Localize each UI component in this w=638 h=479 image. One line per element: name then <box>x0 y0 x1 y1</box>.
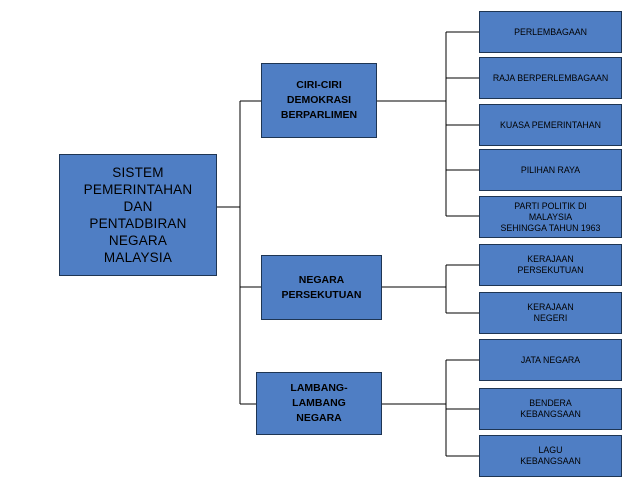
leaf-label: RAJA BERPERLEMBAGAAN <box>492 72 609 83</box>
root-node: SISTEM PEMERINTAHAN DAN PENTADBIRAN NEGA… <box>59 154 217 276</box>
root-node-label: SISTEM PEMERINTAHAN DAN PENTADBIRAN NEGA… <box>83 165 193 265</box>
branch-label: LAMBANG- LAMBANG NEGARA <box>290 382 348 424</box>
branch-ciri-ciri-demokrasi: CIRI-CIRI DEMOKRASI BERPARLIMEN <box>261 63 377 138</box>
leaf-label: PILIHAN RAYA <box>520 164 581 175</box>
branch-label: CIRI-CIRI DEMOKRASI BERPARLIMEN <box>280 79 358 121</box>
leaf-parti-politik: PARTI POLITIK DI MALAYSIA SEHINGGA TAHUN… <box>479 196 622 238</box>
leaf-label: PERLEMBAGAAN <box>514 26 587 37</box>
leaf-pilihan-raya: PILIHAN RAYA <box>479 149 622 191</box>
branch-negara-persekutuan: NEGARA PERSEKUTUAN <box>261 255 382 320</box>
leaf-label: JATA NEGARA <box>520 354 581 365</box>
leaf-raja-berperlembagaan: RAJA BERPERLEMBAGAAN <box>479 57 622 99</box>
leaf-jata-negara: JATA NEGARA <box>479 339 622 381</box>
leaf-kuasa-pemerintahan: KUASA PEMERINTAHAN <box>479 104 622 146</box>
leaf-lagu-kebangsaan: LAGU KEBANGSAAN <box>479 435 622 477</box>
leaf-label: LAGU KEBANGSAAN <box>520 445 581 466</box>
leaf-label: BENDERA KEBANGSAAN <box>520 398 581 419</box>
leaf-kerajaan-negeri: KERAJAAN NEGERI <box>479 292 622 334</box>
leaf-kerajaan-persekutuan: KERAJAAN PERSEKUTUAN <box>479 244 622 286</box>
leaf-label: KUASA PEMERINTAHAN <box>499 119 602 130</box>
branch-label: NEGARA PERSEKUTUAN <box>281 273 362 301</box>
leaf-bendera-kebangsaan: BENDERA KEBANGSAAN <box>479 388 622 430</box>
leaf-label: KERAJAAN PERSEKUTUAN <box>517 254 584 275</box>
leaf-label: KERAJAAN NEGERI <box>527 302 574 323</box>
leaf-label: PARTI POLITIK DI MALAYSIA SEHINGGA TAHUN… <box>500 200 601 233</box>
branch-lambang-negara: LAMBANG- LAMBANG NEGARA <box>256 372 382 435</box>
leaf-perlembagaan: PERLEMBAGAAN <box>479 11 622 53</box>
